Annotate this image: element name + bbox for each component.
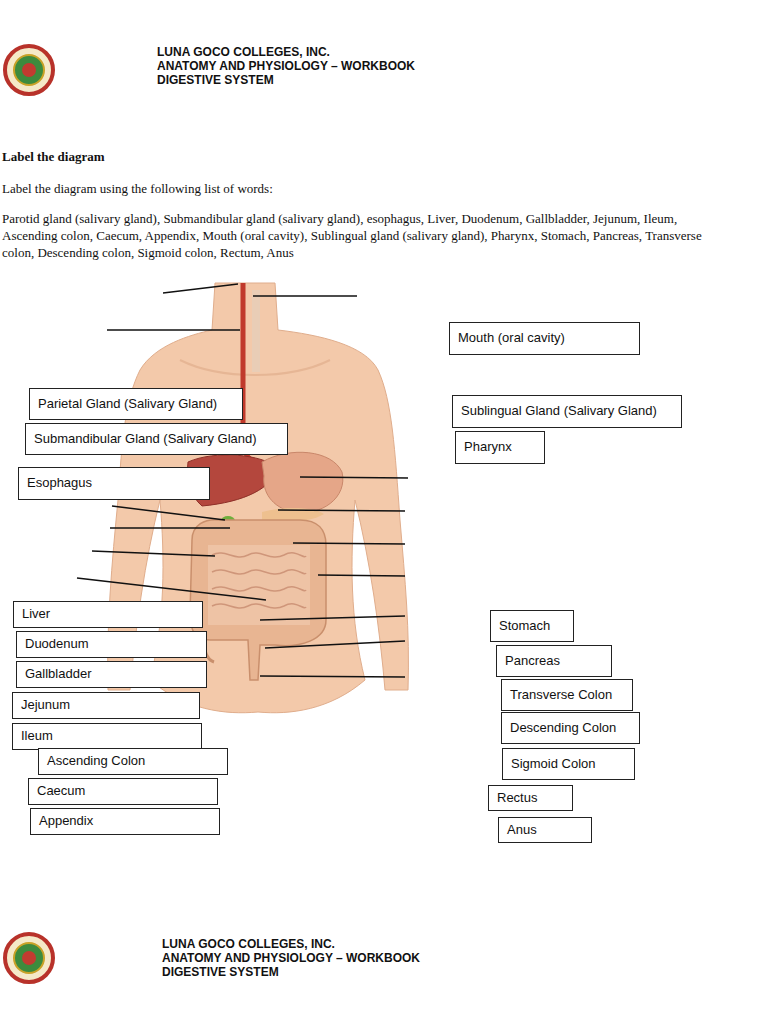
label-text: Liver <box>22 606 194 622</box>
label-text: Ileum <box>21 728 193 744</box>
label-box: Rectus <box>488 785 573 811</box>
label-box: Ascending Colon <box>38 748 228 775</box>
footer-text: ANATOMY AND PHYSIOLOGY – WORKBOOK <box>162 951 420 965</box>
college-logo <box>5 934 53 982</box>
label-box: Submandibular Gland (Salivary Gland) <box>25 423 288 455</box>
label-text: Pharynx <box>464 439 536 455</box>
header-text: ANATOMY AND PHYSIOLOGY – WORKBOOK <box>157 59 415 73</box>
label-box: Pharynx <box>455 431 545 464</box>
label-box: Duodenum <box>16 631 207 658</box>
label-box: Caecum <box>28 778 218 805</box>
label-text: Anus <box>507 822 583 838</box>
label-text: Ascending Colon <box>47 753 219 769</box>
label-box: Gallbladder <box>16 661 207 688</box>
footer-text: LUNA GOCO COLLEGES, INC. <box>162 937 335 951</box>
label-box: Ileum <box>12 723 202 750</box>
label-box: Esophagus <box>18 467 210 500</box>
label-box: Descending Colon <box>501 712 640 744</box>
label-box: Sigmoid Colon <box>502 748 635 780</box>
word-list: Parotid gland (salivary gland), Submandi… <box>2 210 702 261</box>
label-text: Rectus <box>497 790 564 806</box>
label-text: Pancreas <box>505 653 603 669</box>
label-text: Gallbladder <box>25 666 198 682</box>
label-box: Transverse Colon <box>501 679 633 711</box>
label-text: Appendix <box>39 813 211 829</box>
label-text: Caecum <box>37 783 209 799</box>
label-text: Stomach <box>499 618 565 634</box>
label-box: Pancreas <box>496 645 612 677</box>
section-title: Label the diagram <box>2 148 105 165</box>
label-text: Parietal Gland (Salivary Gland) <box>38 396 234 412</box>
label-text: Sigmoid Colon <box>511 756 626 772</box>
label-box: Liver <box>13 601 203 628</box>
label-text: Esophagus <box>27 475 201 491</box>
label-text: Descending Colon <box>510 720 631 736</box>
label-box: Jejunum <box>12 692 200 719</box>
label-text: Transverse Colon <box>510 687 624 703</box>
label-text: Sublingual Gland (Salivary Gland) <box>461 403 673 419</box>
label-text: Jejunum <box>21 697 191 713</box>
label-box: Sublingual Gland (Salivary Gland) <box>452 395 682 428</box>
label-text: Mouth (oral cavity) <box>458 330 631 346</box>
header-text: DIGESTIVE SYSTEM <box>157 73 274 87</box>
label-text: Duodenum <box>25 636 198 652</box>
college-logo <box>5 46 53 94</box>
label-box: Anus <box>498 817 592 843</box>
label-text: Submandibular Gland (Salivary Gland) <box>34 431 279 447</box>
instruction-text: Label the diagram using the following li… <box>2 180 702 197</box>
header-text: LUNA GOCO COLLEGES, INC. <box>157 45 330 59</box>
label-box: Parietal Gland (Salivary Gland) <box>29 388 243 420</box>
label-box: Appendix <box>30 808 220 835</box>
label-box: Stomach <box>490 610 574 642</box>
footer-text: DIGESTIVE SYSTEM <box>162 965 279 979</box>
label-box: Mouth (oral cavity) <box>449 322 640 355</box>
